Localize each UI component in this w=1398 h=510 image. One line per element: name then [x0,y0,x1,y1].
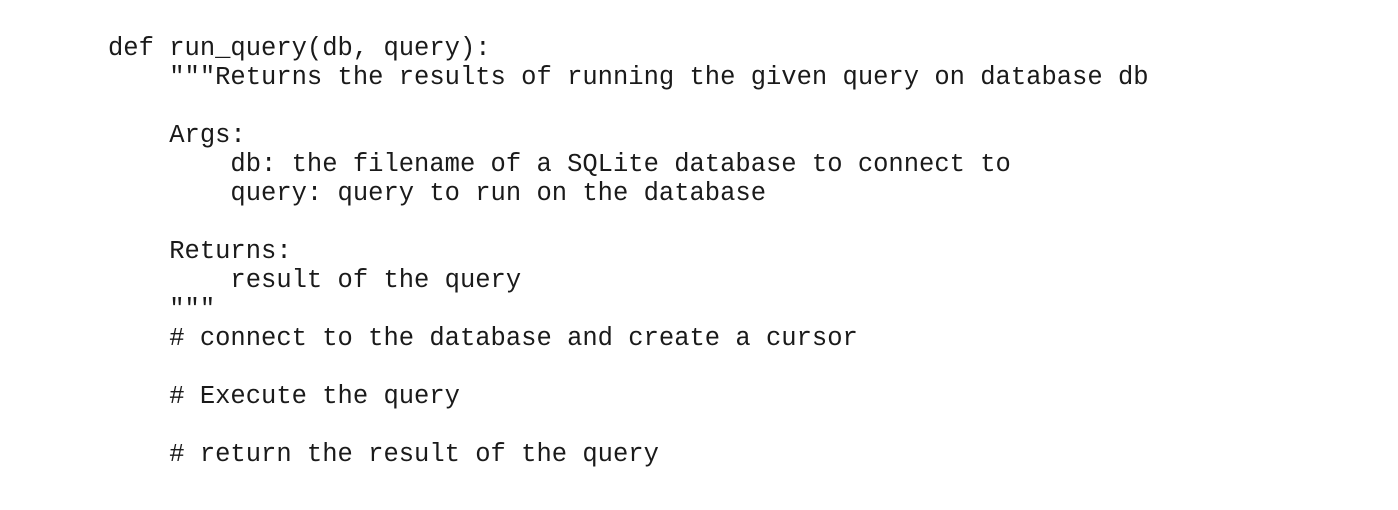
code-line-returns-desc: result of the query [108,266,522,295]
code-block: def run_query(db, query): """Returns the… [108,34,1149,469]
code-line-blank [108,411,1149,440]
code-line-docstring-end: """ [108,295,216,324]
code-line-blank [108,353,1149,382]
code-line-arg-db: db: the filename of a SQLite database to… [108,150,1011,179]
code-line-comment-return: # return the result of the query [108,440,659,469]
code-line-returns-header: Returns: [108,237,292,266]
code-line-arg-query: query: query to run on the database [108,179,767,208]
code-line-blank [108,208,1149,237]
code-line-comment-connect: # connect to the database and create a c… [108,324,858,353]
code-line-function-def: def run_query(db, query): [108,34,491,63]
code-line-comment-execute: # Execute the query [108,382,460,411]
code-line-docstring-summary: """Returns the results of running the gi… [108,63,1149,92]
code-line-args-header: Args: [108,121,246,150]
code-line-blank [108,92,1149,121]
